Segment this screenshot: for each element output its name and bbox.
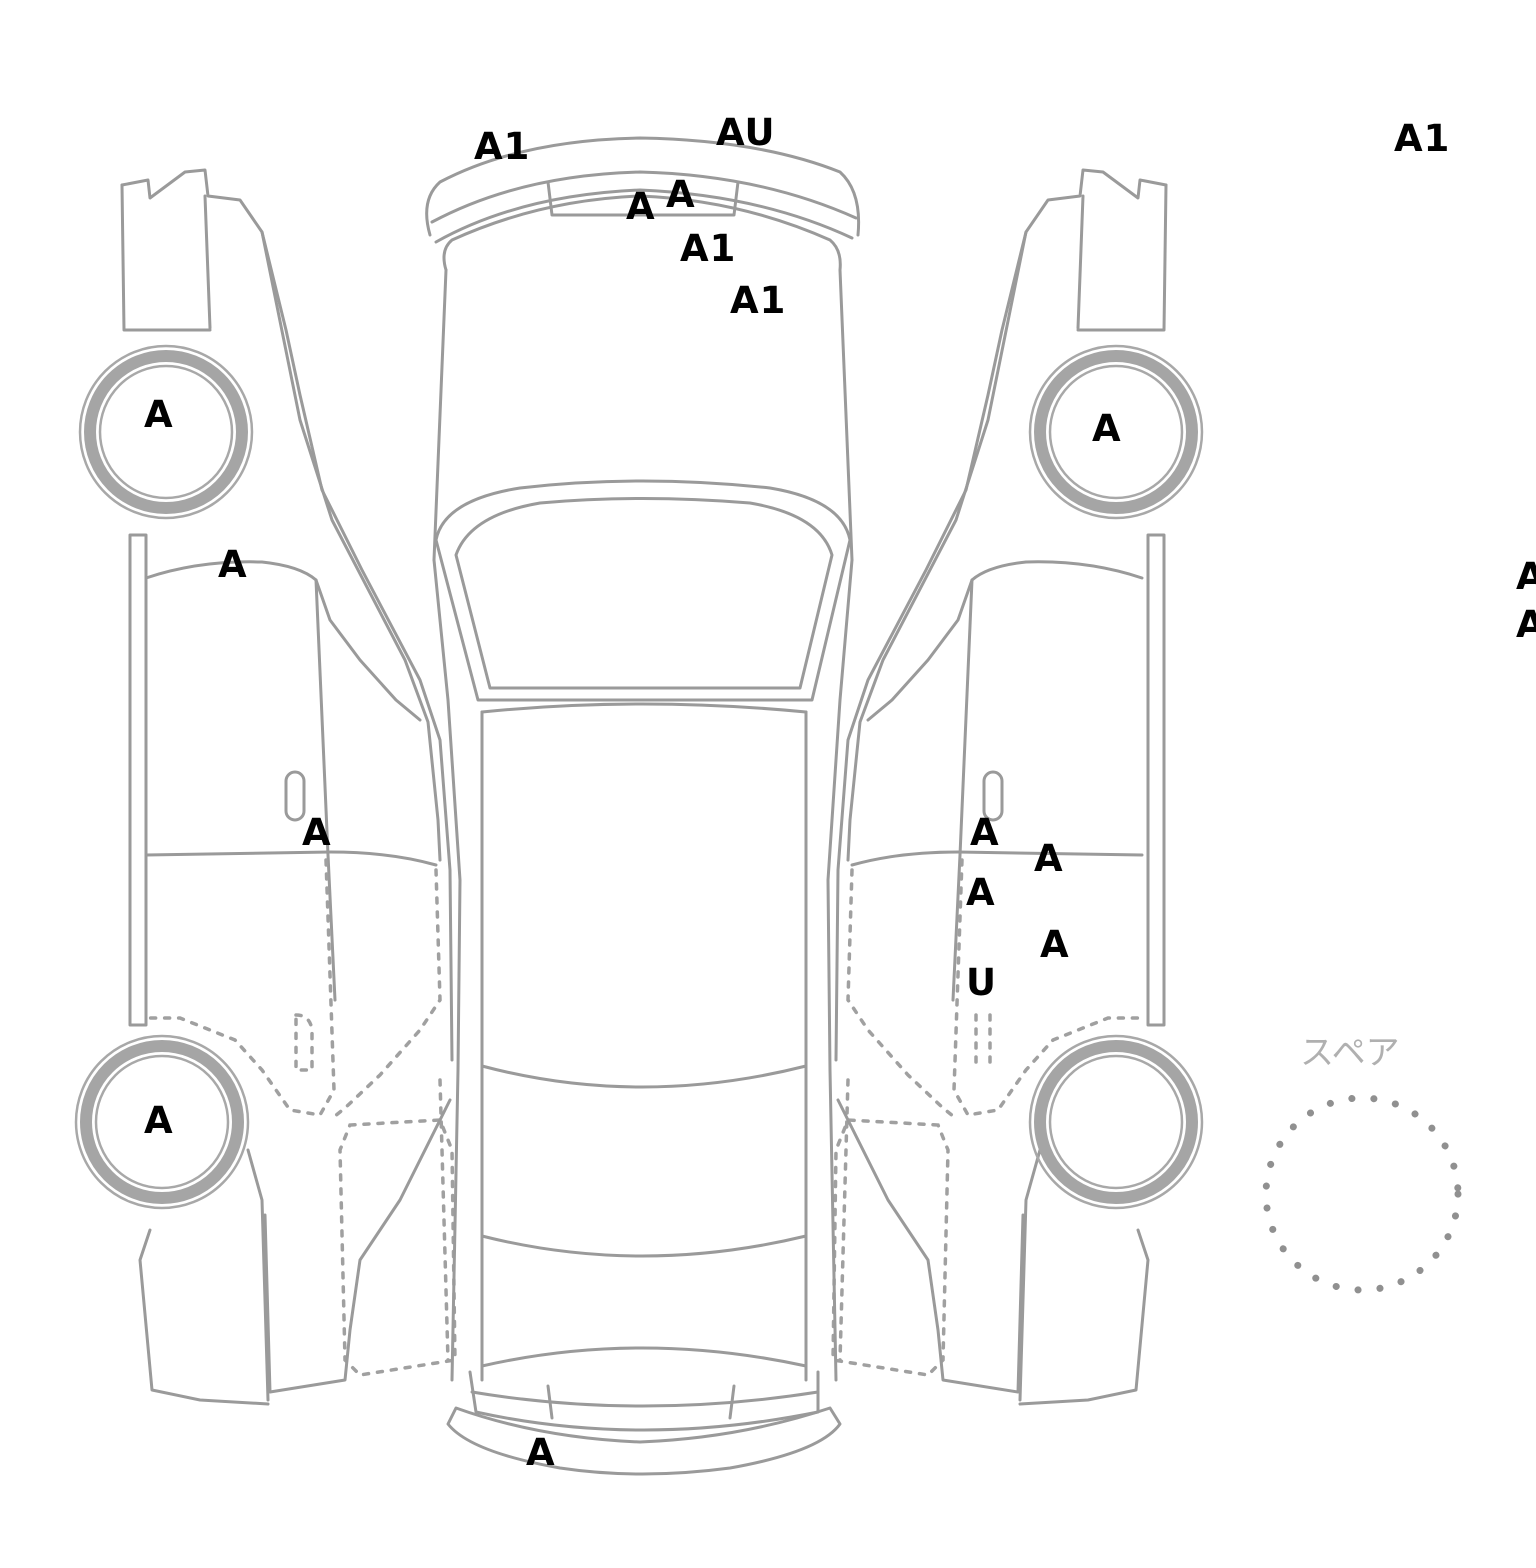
damage-mark-right-column-mid-2: A [1516, 603, 1536, 646]
damage-mark-rear-bumper: A [526, 1431, 556, 1474]
left-side-view [120, 168, 457, 1406]
damage-mark-right-rear-lower-1: A [966, 871, 996, 914]
damage-mark-hood-front: A1 [680, 227, 737, 270]
damage-mark-grille-right: A [666, 173, 696, 216]
damage-mark-left-front-wheel: A [144, 393, 174, 436]
right-side-view [831, 168, 1168, 1406]
damage-mark-left-rear-wheel: A [144, 1099, 174, 1142]
damage-mark-hood-rear: A1 [730, 279, 787, 322]
damage-mark-front-bumper-right: AU [716, 111, 776, 154]
damage-mark-front-bumper-left: A1 [474, 125, 531, 168]
damage-mark-right-column-top: A1 [1394, 117, 1451, 160]
top-view [425, 136, 861, 1476]
damage-mark-right-rear-bottom: U [966, 961, 998, 1004]
damage-mark-left-front-door: A [218, 543, 248, 586]
damage-mark-right-rear-lower-2: A [1040, 923, 1070, 966]
damage-mark-right-door-handle: A [970, 811, 1000, 854]
damage-mark-grille-left: A [626, 185, 656, 228]
damage-mark-right-front-wheel: A [1092, 407, 1122, 450]
spare-tire-label: スペア [1300, 1033, 1400, 1073]
damage-mark-left-door-handle: A [302, 811, 332, 854]
damage-mark-right-rear-upper: A [1034, 837, 1064, 880]
spare-tire-circle [1262, 1094, 1462, 1294]
wheels [74, 344, 1204, 1210]
damage-mark-right-column-mid-1: A [1516, 555, 1536, 598]
